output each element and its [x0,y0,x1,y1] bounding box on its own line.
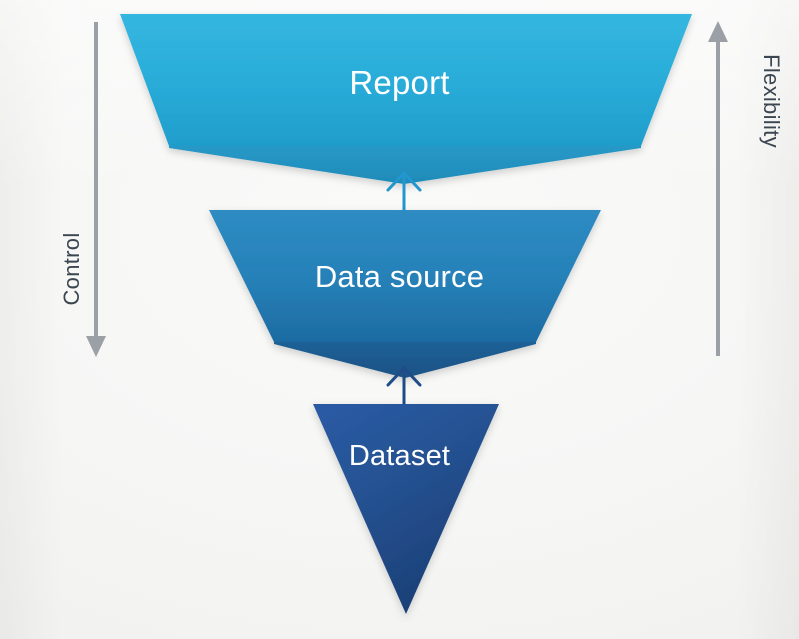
arrow-head [386,365,422,387]
arrow-head [386,170,422,192]
flexibility-axis-arrowhead-up [708,21,728,42]
funnel-stage-report[interactable] [120,14,692,184]
data-source-shadow-wedge [274,336,536,378]
report-shape [120,14,692,146]
dataset-shape [313,404,499,614]
funnel-stage-dataset[interactable] [313,404,499,614]
axis-arrow-control [86,22,106,357]
report-shadow-wedge [169,140,641,184]
data-source-shape [209,210,601,342]
axis-label-control: Control [59,232,84,306]
axis-label-flexibility: Flexibility [759,54,784,148]
funnel-stage-label-dataset: Dataset [348,440,451,472]
arrow-data-source-to-report [386,170,422,212]
control-axis-arrowhead-down [86,336,106,357]
funnel-stage-label-report: Report [349,64,450,101]
axis-arrow-flexibility [708,21,728,356]
funnel-stage-label-data-source: Data source [314,259,485,294]
arrow-dataset-to-data-source [386,365,422,406]
funnel-stage-data-source[interactable] [209,210,601,378]
